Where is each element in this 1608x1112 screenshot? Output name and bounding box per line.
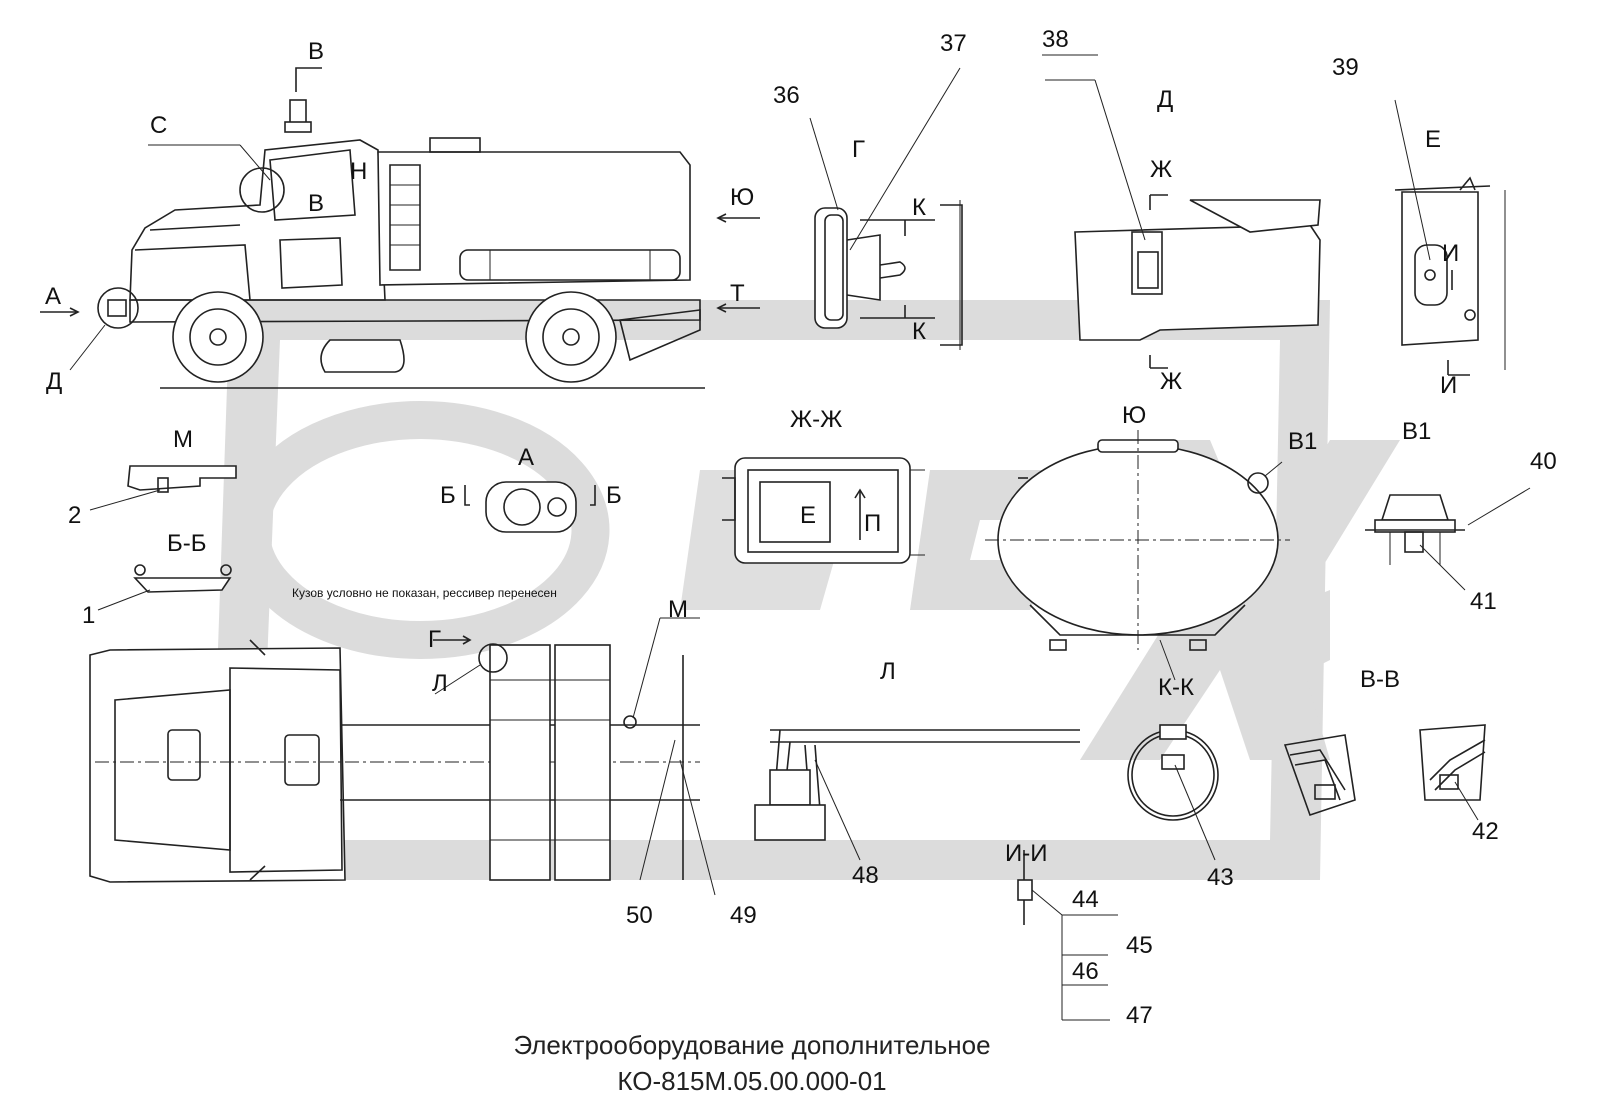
mark-i-bottom: И — [1440, 372, 1458, 399]
callout-2: 2 — [68, 502, 82, 529]
view-title-l: Л — [880, 658, 896, 685]
callout-49: 49 — [730, 902, 757, 929]
callout-41: 41 — [1470, 588, 1497, 615]
callout-37: 37 — [940, 30, 967, 57]
view-ii-stack — [1017, 850, 1118, 1021]
mark-d: Д — [46, 368, 63, 395]
view-title-e: Е — [1425, 126, 1442, 153]
drawing-number: КО-815М.05.00.000-01 — [617, 1066, 887, 1096]
view-bb — [97, 564, 232, 611]
mark-v-cab: В — [308, 190, 325, 217]
view-title-a: А — [518, 444, 535, 471]
callout-45: 45 — [1126, 932, 1153, 959]
mark-b-left: Б — [440, 482, 456, 509]
view-title-zhzh: Ж-Ж — [790, 406, 843, 433]
callout-42: 42 — [1472, 818, 1499, 845]
callout-v1-tank: В1 — [1288, 428, 1318, 455]
callout-1: 1 — [82, 602, 96, 629]
mark-b-right: Б — [606, 482, 622, 509]
view-d-bumper — [1045, 79, 1321, 369]
mark-zh-top: Ж — [1150, 156, 1173, 183]
mark-k-top: К — [912, 194, 926, 221]
callout-47: 47 — [1126, 1002, 1153, 1029]
view-yu-tank — [985, 430, 1290, 681]
view-l-harness — [754, 729, 1080, 861]
callout-48: 48 — [852, 862, 879, 889]
mark-g-plan: Г — [428, 626, 441, 653]
callout-38: 38 — [1042, 26, 1069, 53]
view-zhzh — [722, 457, 925, 564]
view-e — [1394, 99, 1506, 376]
mark-n-cab: Н — [350, 158, 368, 185]
note-body-not-shown: Кузов условно не показан, рессивер перен… — [292, 586, 557, 600]
view-g-lamp — [809, 67, 963, 350]
view-kk-clamp — [1127, 724, 1219, 861]
callout-46: 46 — [1072, 958, 1099, 985]
view-vv-sections — [1283, 724, 1486, 821]
view-title-vv: В-В — [1360, 666, 1401, 693]
view-title-bb: Б-Б — [167, 530, 207, 557]
view-title-g: Г — [852, 136, 865, 163]
mark-l-plan: Л — [432, 670, 448, 697]
mark-t-arrow: Т — [730, 280, 745, 307]
callout-50: 50 — [626, 902, 653, 929]
truck-side-view — [40, 67, 760, 389]
mark-a-arrow: А — [45, 283, 62, 310]
mark-k-bottom: К — [912, 318, 926, 345]
callout-40: 40 — [1530, 448, 1557, 475]
callout-36: 36 — [773, 82, 800, 109]
mark-m-plan: М — [668, 596, 688, 623]
mark-yu-arrow: Ю — [730, 184, 755, 211]
view-title-yu: Ю — [1122, 402, 1147, 429]
drawing-title: Электрооборудование дополнительное — [513, 1030, 991, 1060]
mark-i-right: И — [1442, 240, 1460, 267]
callout-39: 39 — [1332, 54, 1359, 81]
view-title-ii: И-И — [1005, 840, 1048, 867]
mark-e-inner: Е — [800, 502, 817, 529]
mark-zh-bottom: Ж — [1160, 368, 1183, 395]
view-title-v1: В1 — [1402, 418, 1432, 445]
mark-v-top: В — [308, 38, 325, 65]
mark-c: С — [150, 112, 168, 139]
view-title-kk: К-К — [1158, 674, 1194, 701]
view-title-m: М — [173, 426, 193, 453]
view-a-lamp — [464, 481, 596, 533]
chassis-plan-view — [89, 617, 716, 896]
mark-p-inner: П — [864, 510, 882, 537]
view-v1 — [1365, 487, 1531, 591]
callout-43: 43 — [1207, 864, 1234, 891]
callout-44: 44 — [1072, 886, 1099, 913]
view-m — [89, 465, 237, 511]
view-title-d: Д — [1157, 86, 1174, 113]
